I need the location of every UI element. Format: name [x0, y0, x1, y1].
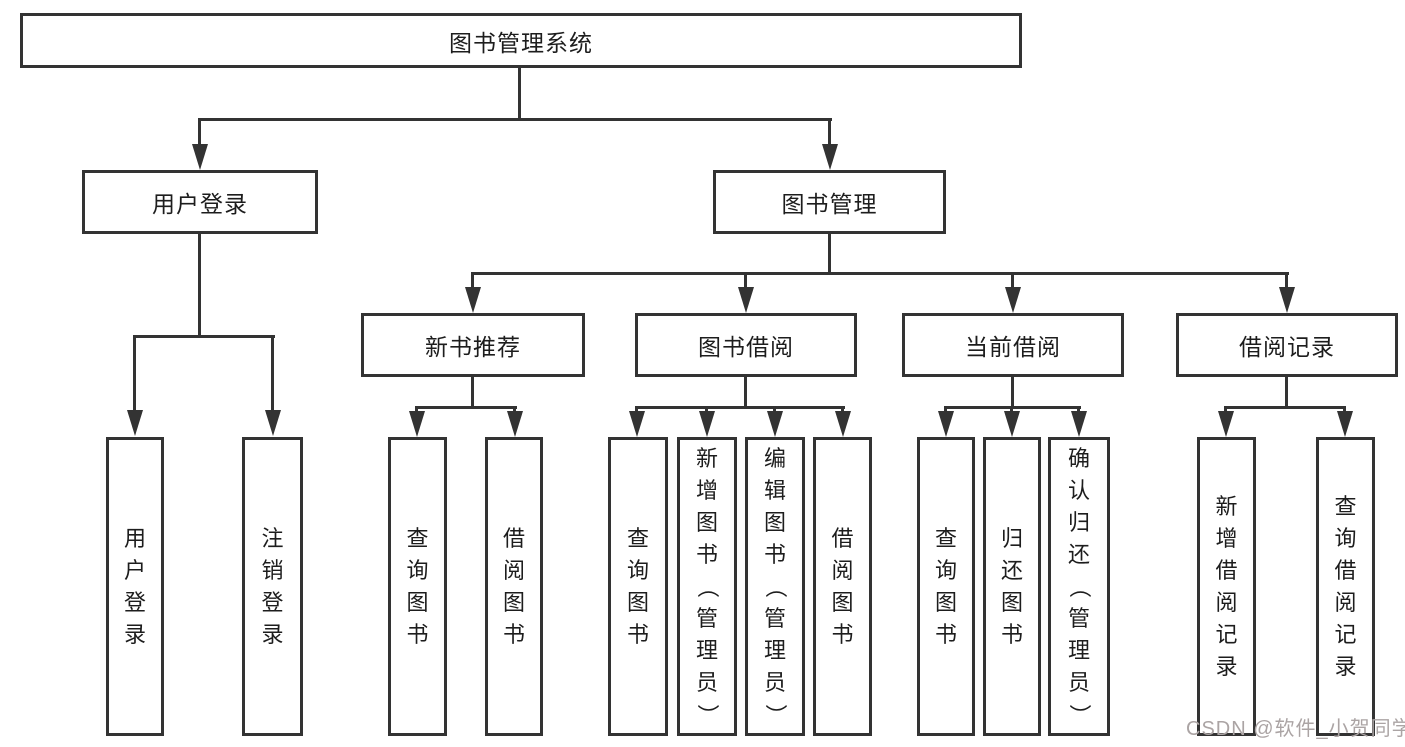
leaf-user-login: 用户登录 [106, 437, 164, 736]
node-library-system: 图书管理系统 [20, 13, 1022, 68]
leaf-query-books-recommend: 查询图书 [388, 437, 447, 736]
node-new-book-recommend: 新书推荐 [361, 313, 585, 377]
leaf-borrow-books: 借阅图书 [813, 437, 872, 736]
arrowhead-down-icon [507, 411, 523, 437]
leaf-return-book: 归还图书 [983, 437, 1041, 736]
node-book-borrow: 图书借阅 [635, 313, 857, 377]
arrowhead-down-icon [409, 411, 425, 437]
connector-shaft [471, 274, 474, 290]
leaf-edit-book-admin: 编辑图书（管理员） [745, 437, 805, 736]
arrowhead-down-icon [1337, 411, 1353, 437]
arrowhead-down-icon [1005, 287, 1021, 313]
arrowhead-down-icon [822, 144, 838, 170]
connector-level3-rail [471, 272, 1289, 275]
connector-group-rail [635, 406, 845, 409]
node-book-management: 图书管理 [713, 170, 946, 234]
connector-shaft [1285, 274, 1288, 290]
node-user-login: 用户登录 [82, 170, 318, 234]
connector-group-rail [1224, 406, 1346, 409]
leaf-query-books-borrow: 查询图书 [608, 437, 668, 736]
arrowhead-down-icon [1279, 287, 1295, 313]
connector-shaft [133, 337, 136, 415]
connector-shaft [744, 274, 747, 290]
arrowhead-down-icon [1218, 411, 1234, 437]
arrowhead-down-icon [767, 411, 783, 437]
connector-root-drop [518, 68, 521, 121]
arrowhead-down-icon [127, 410, 143, 436]
connector-shaft [198, 120, 201, 150]
node-borrow-records: 借阅记录 [1176, 313, 1398, 377]
arrowhead-down-icon [1071, 411, 1087, 437]
connector-group-drop [1011, 377, 1014, 409]
leaf-query-borrow-record: 查询借阅记录 [1316, 437, 1375, 736]
connector-group-rail [415, 406, 517, 409]
arrowhead-down-icon [699, 411, 715, 437]
connector-shaft [828, 120, 831, 150]
node-current-borrow: 当前借阅 [902, 313, 1124, 377]
leaf-add-book-admin: 新增图书（管理员） [677, 437, 737, 736]
leaf-borrow-books-recommend: 借阅图书 [485, 437, 543, 736]
arrowhead-down-icon [1004, 411, 1020, 437]
leaf-confirm-return-admin: 确认归还（管理员） [1048, 437, 1110, 736]
arrowhead-down-icon [465, 287, 481, 313]
leaf-query-books-current: 查询图书 [917, 437, 975, 736]
csdn-watermark: CSDN @软件_小贺同学 [1186, 718, 1405, 740]
arrowhead-down-icon [738, 287, 754, 313]
arrowhead-down-icon [192, 144, 208, 170]
connector-shaft [271, 337, 274, 415]
connector-group-drop [1285, 377, 1288, 409]
connector-mgmt-drop [828, 234, 831, 275]
connector-group-drop [744, 377, 747, 409]
connector-group-drop [471, 377, 474, 409]
arrowhead-down-icon [835, 411, 851, 437]
leaf-add-borrow-record: 新增借阅记录 [1197, 437, 1256, 736]
connector-level2-rail [198, 118, 832, 121]
connector-user-drop [198, 234, 201, 338]
connector-shaft [1011, 274, 1014, 290]
arrowhead-down-icon [938, 411, 954, 437]
connector-user-rail [133, 335, 275, 338]
leaf-logout: 注销登录 [242, 437, 303, 736]
arrowhead-down-icon [265, 410, 281, 436]
arrowhead-down-icon [629, 411, 645, 437]
